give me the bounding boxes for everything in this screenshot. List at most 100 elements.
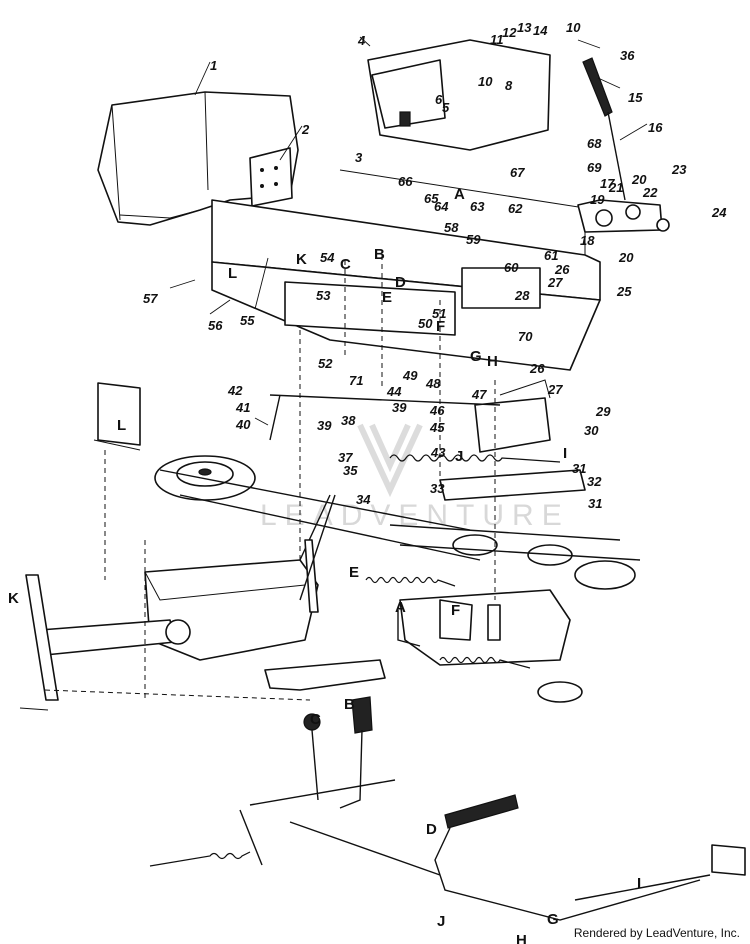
part-number-callout: 22: [642, 185, 658, 200]
pedal-assembly: [149, 659, 441, 876]
part-number-callout: 27: [547, 382, 563, 397]
part-number-callout: 43: [430, 445, 446, 460]
reference-letter: J: [455, 448, 463, 465]
reference-letter: F: [451, 602, 460, 619]
part-number-callout: 52: [318, 356, 333, 371]
part-number-callout: 5: [442, 100, 450, 115]
part-number-callout: 30: [584, 423, 599, 438]
lift-bracket: [93, 382, 141, 451]
part-number-callout: 56: [208, 318, 223, 333]
part-number-callout: 12: [502, 25, 517, 40]
part-number-callout: 24: [711, 205, 727, 220]
part-number-callout: 40: [235, 417, 251, 432]
part-number-callout: 38: [341, 413, 356, 428]
part-number-callout: 37: [338, 450, 353, 465]
part-number-callout: 8: [505, 78, 513, 93]
drive-belts: [159, 469, 641, 561]
part-number-callout: 39: [392, 400, 407, 415]
part-number-callout: 27: [547, 275, 563, 290]
part-number-callout: 66: [398, 174, 413, 189]
bracket-29: [474, 379, 551, 453]
reference-letter: C: [340, 256, 351, 273]
reference-letter: C: [310, 711, 321, 728]
part-number-callout: 25: [616, 284, 632, 299]
part-number-callout: 64: [434, 199, 449, 214]
reference-letter: I: [637, 875, 641, 892]
part-number-callout: 31: [572, 461, 586, 476]
part-number-callout: 19: [590, 192, 605, 207]
part-number-callout: 23: [671, 162, 687, 177]
reference-letter: A: [395, 599, 406, 616]
part-number-callout: 20: [631, 172, 647, 187]
reference-letter: G: [547, 911, 559, 928]
part-number-callout: 45: [429, 420, 445, 435]
part-number-callout: 15: [628, 90, 643, 105]
part-number-callout: 26: [554, 262, 570, 277]
part-number-callout: 18: [580, 233, 595, 248]
part-number-callout: 10: [566, 20, 581, 35]
part-number-callout: 39: [317, 418, 332, 433]
part-number-callout: 68: [587, 136, 602, 151]
part-number-callout: 35: [343, 463, 358, 478]
reference-letter: E: [382, 289, 392, 306]
reference-letter: B: [374, 246, 385, 263]
reference-letter: K: [296, 251, 307, 268]
part-number-callout: 49: [402, 368, 418, 383]
part-number-callout: 1: [210, 58, 217, 73]
fender-shroud: [97, 91, 299, 226]
axle-arm: [19, 574, 59, 711]
reference-letter: G: [470, 348, 482, 365]
part-number-callout: 63: [470, 199, 485, 214]
reference-letter: D: [395, 274, 406, 291]
part-number-callout: 61: [544, 248, 558, 263]
part-number-callout: 67: [510, 165, 525, 180]
part-number-callout: 17: [600, 176, 615, 191]
part-number-callout: 29: [595, 404, 611, 419]
part-number-callout: 41: [235, 400, 250, 415]
part-number-callout: 53: [316, 288, 331, 303]
part-number-callout: 71: [349, 373, 363, 388]
part-number-callout: 50: [418, 316, 433, 331]
part-number-callout: 54: [320, 250, 335, 265]
part-number-callout: 55: [240, 313, 255, 328]
reference-letter: B: [344, 696, 355, 713]
part-number-callout: 47: [471, 387, 487, 402]
part-number-callout: 48: [425, 376, 441, 391]
reference-letter: J: [437, 913, 445, 930]
part-number-callout: 20: [618, 250, 634, 265]
shift-lever: [577, 57, 670, 233]
reference-letter: F: [436, 318, 445, 335]
reference-letter: L: [117, 417, 126, 434]
part-number-callout: 10: [478, 74, 493, 89]
part-number-callout: 44: [386, 384, 402, 399]
part-number-callout: 60: [504, 260, 519, 275]
part-number-callout: 31: [588, 496, 602, 511]
part-number-callout: 70: [518, 329, 533, 344]
part-number-callout: 34: [356, 492, 371, 507]
part-number-callout: 33: [430, 481, 445, 496]
part-number-callout: 21: [608, 180, 623, 195]
clutch-bracket: [399, 589, 571, 666]
reference-letter: H: [516, 932, 527, 944]
part-number-callout: 57: [143, 291, 158, 306]
part-number-callout: 16: [648, 120, 663, 135]
brake-linkage: [434, 794, 746, 921]
part-number-callout: 36: [620, 48, 635, 63]
reference-letter: H: [487, 353, 498, 370]
part-number-callout: 28: [514, 288, 530, 303]
main-frame: [211, 169, 601, 371]
part-number-callout: 2: [301, 122, 310, 137]
reference-letter: D: [426, 821, 437, 838]
control-rods: [269, 394, 561, 669]
credit-text: Rendered by LeadVenture, Inc.: [573, 926, 740, 940]
part-number-callout: 3: [355, 150, 363, 165]
part-number-callout: 42: [227, 383, 243, 398]
part-number-callout: 46: [429, 403, 445, 418]
reference-letter: A: [454, 186, 465, 203]
alignment-lines: [44, 255, 496, 701]
reference-letter: K: [8, 590, 19, 607]
part-number-callout: 26: [529, 361, 545, 376]
part-number-callout: 62: [508, 201, 523, 216]
